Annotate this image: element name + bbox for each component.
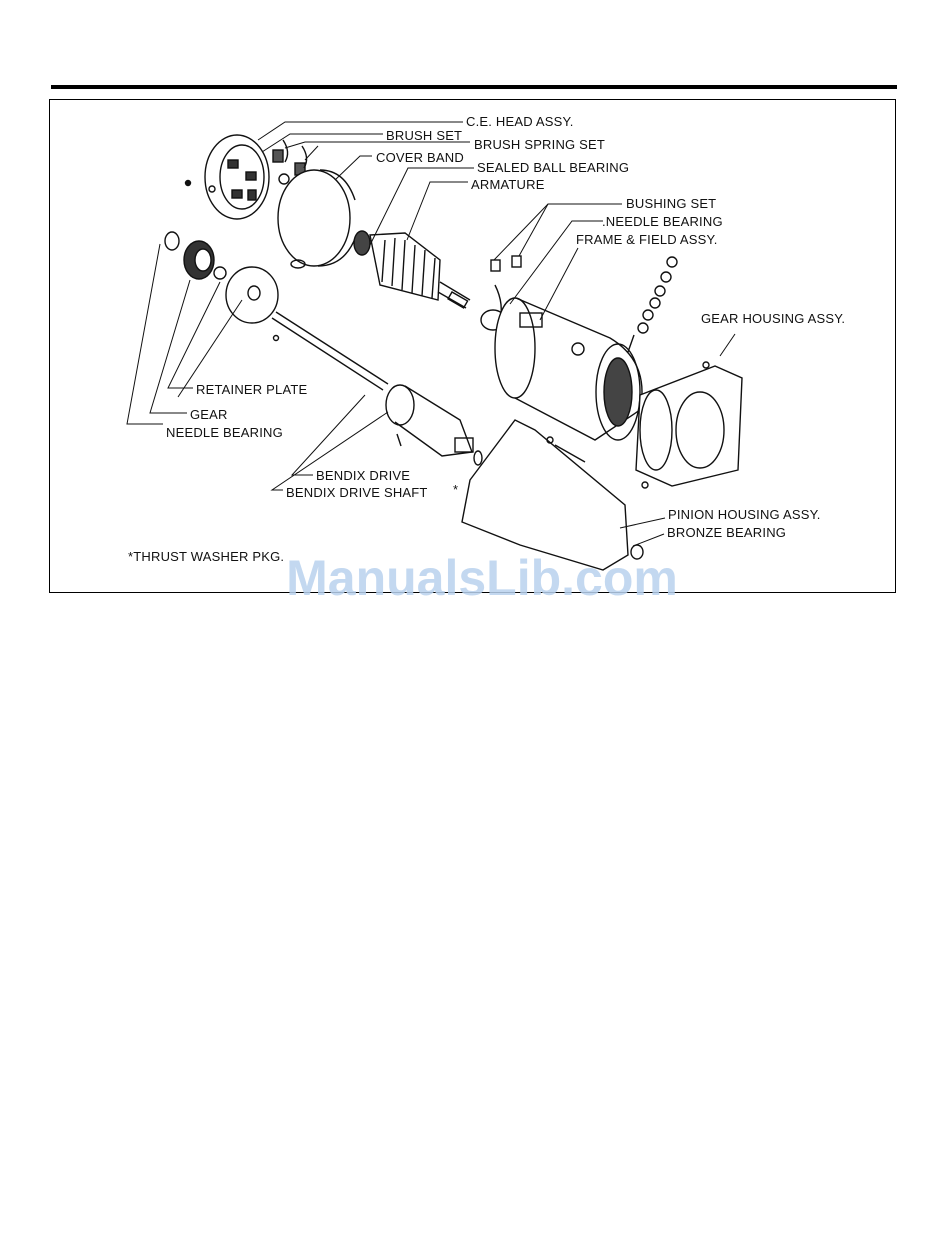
watermark: ManualsLib.com <box>286 550 678 606</box>
needle-bearing-left <box>165 232 179 250</box>
label-gear-housing: GEAR HOUSING ASSY. <box>701 311 845 326</box>
label-brush-spring-set: BRUSH SPRING SET <box>474 137 605 152</box>
label-gear: GEAR <box>190 407 228 422</box>
gear-housing-assembly <box>636 362 742 488</box>
bendix-drive <box>386 385 482 465</box>
retainer-plate <box>214 267 278 323</box>
label-bendix-drive-shaft: BENDIX DRIVE SHAFT <box>286 485 428 500</box>
label-thrust-washer: *THRUST WASHER PKG. <box>128 549 284 564</box>
gear <box>184 241 214 279</box>
label-needle-bearing-left: NEEDLE BEARING <box>166 425 283 440</box>
label-bendix-drive: BENDIX DRIVE <box>316 468 410 483</box>
frame-field-assembly <box>495 298 642 440</box>
label-bronze-bearing: BRONZE BEARING <box>667 525 786 540</box>
label-brush-set: BRUSH SET <box>386 128 462 143</box>
cover-band <box>278 170 356 268</box>
label-needle-bearing-top: .NEEDLE BEARING <box>602 214 723 229</box>
label-sealed-ball-bearing: SEALED BALL BEARING <box>477 160 629 175</box>
label-retainer-plate: RETAINER PLATE <box>196 382 308 397</box>
label-bushing-set: BUSHING SET <box>626 196 716 211</box>
pinion-housing-assembly <box>462 420 628 570</box>
screw-stack <box>628 257 677 352</box>
ce-head-assembly <box>186 135 270 219</box>
brush-set <box>273 150 305 175</box>
label-ce-head: C.E. HEAD ASSY. <box>466 114 574 129</box>
label-frame-field: FRAME & FIELD ASSY. <box>576 232 718 247</box>
label-armature: ARMATURE <box>471 177 545 192</box>
bendix-drive-shaft <box>272 312 388 390</box>
label-cover-band: COVER BAND <box>376 150 464 165</box>
label-asterisk: * <box>453 482 458 497</box>
label-pinion-housing: PINION HOUSING ASSY. <box>668 507 821 522</box>
